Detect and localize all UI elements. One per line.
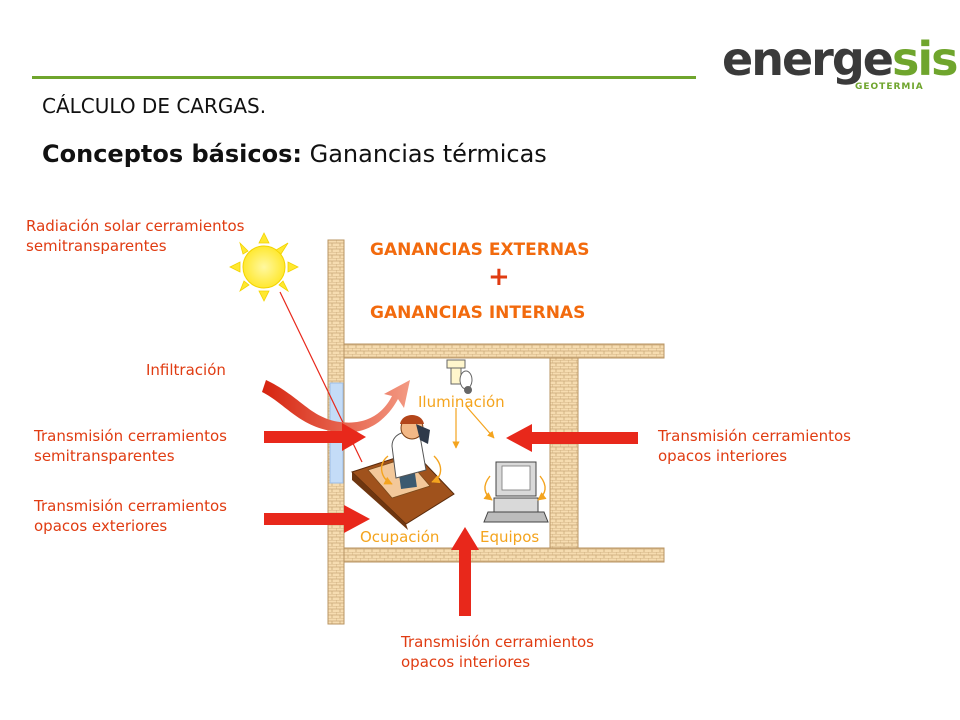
ocupacion-label: Ocupación — [360, 528, 440, 546]
slide-title: Conceptos básicos: Ganancias térmicas — [42, 140, 547, 168]
title-bold: Conceptos básicos: — [42, 140, 302, 168]
trans-ext-line-1: Transmisión cerramientos — [34, 497, 227, 515]
logo-main-accent: sis — [891, 32, 959, 86]
trans-int-bottom-line-2: opacos interiores — [401, 653, 531, 671]
transmision-opacos-exteriores-label: Transmisión cerramientos opacos exterior… — [34, 496, 227, 536]
wall-right — [549, 357, 579, 549]
arrow-trans-ext — [264, 505, 370, 533]
energesis-logo: energesis GEOTERMIA — [722, 36, 958, 98]
sun-icon — [229, 232, 299, 302]
section-kicker: CÁLCULO DE CARGAS. — [42, 94, 267, 118]
logo-wordmark: energesis — [722, 36, 958, 82]
trans-ext-line-2: opacos exteriores — [34, 517, 168, 535]
equipos-label: Equipos — [480, 528, 540, 546]
computer-icon — [483, 461, 549, 523]
arrow-trans-int-right — [506, 424, 638, 452]
equipment-heat-left — [483, 475, 493, 501]
arrow-trans-int-bottom — [451, 527, 479, 616]
iluminacion-label: Iluminación — [418, 393, 505, 411]
radiacion-line-1: Radiación solar cerramientos — [26, 217, 245, 235]
radiacion-line-2: semitransparentes — [26, 237, 167, 255]
ganancias-externas-label: GANANCIAS EXTERNAS — [370, 240, 590, 260]
plus-sign: + — [488, 262, 510, 292]
trans-int-right-line-2: opacos interiores — [658, 447, 788, 465]
trans-semi-line-1: Transmisión cerramientos — [34, 427, 227, 445]
infiltracion-label: Infiltración — [146, 361, 226, 379]
wall-floor — [343, 547, 665, 563]
transmision-semitransparentes-label: Transmisión cerramientos semitransparent… — [34, 426, 227, 466]
transmision-opacos-interiores-bottom-label: Transmisión cerramientos opacos interior… — [401, 632, 594, 672]
trans-int-bottom-line-1: Transmisión cerramientos — [401, 633, 594, 651]
lamp-icon — [446, 359, 473, 394]
arrow-trans-semi — [264, 423, 366, 451]
title-rest: Ganancias térmicas — [301, 140, 547, 168]
header-rule — [32, 76, 696, 79]
wall-ceiling — [343, 343, 665, 359]
logo-subtitle: GEOTERMIA — [855, 82, 924, 92]
radiacion-solar-label: Radiación solar cerramientos semitranspa… — [26, 216, 244, 256]
office-worker-icon — [351, 415, 455, 530]
occupancy-heat-left — [381, 455, 393, 485]
occupancy-heat-right — [431, 455, 442, 484]
logo-main-text: energe — [722, 32, 894, 86]
light-ray-right — [465, 405, 495, 439]
transmision-opacos-interiores-right-label: Transmisión cerramientos opacos interior… — [658, 426, 851, 466]
trans-int-right-line-1: Transmisión cerramientos — [658, 427, 851, 445]
infiltration-arrow — [262, 380, 410, 433]
ganancias-internas-label: GANANCIAS INTERNAS — [370, 303, 586, 323]
equipment-heat-right — [537, 475, 547, 501]
trans-semi-line-2: semitransparentes — [34, 447, 175, 465]
